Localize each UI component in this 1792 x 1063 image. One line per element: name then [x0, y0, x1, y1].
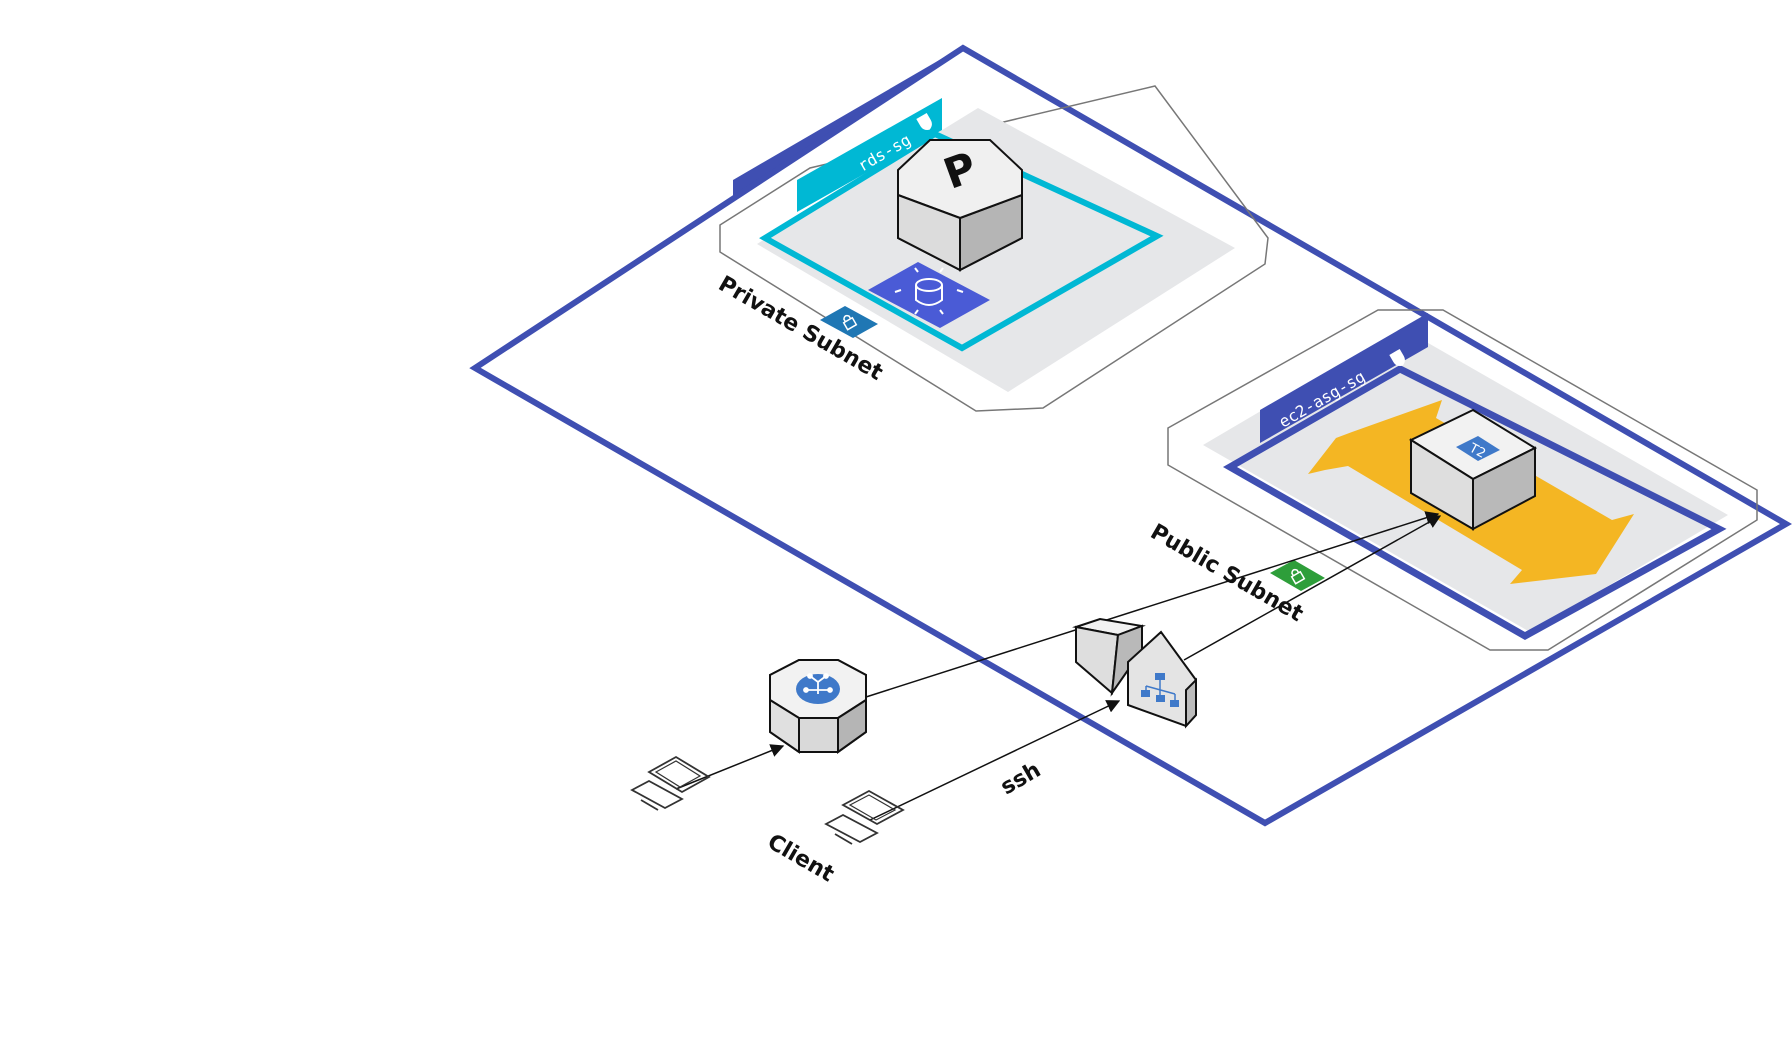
laptop-icon [824, 789, 905, 845]
connection-lb-to-ec2 [1183, 515, 1442, 661]
rds-security-group: rds-sg [759, 98, 1164, 352]
lock-icon [842, 314, 858, 331]
lock-icon [1290, 568, 1306, 585]
rds-instance: P [897, 139, 1023, 272]
network-icon [1141, 673, 1179, 707]
rds-proxy [868, 262, 990, 328]
api-gateway-icon [803, 673, 833, 694]
api-gateway [769, 659, 867, 754]
shield-icon [916, 112, 932, 131]
load-balancer [1127, 630, 1197, 729]
client-label: Client [763, 830, 839, 888]
gateway-block [1072, 617, 1146, 697]
database-icon [894, 267, 964, 315]
private-subnet-badge [820, 306, 878, 338]
instance-type-label: T2 [1466, 440, 1488, 461]
ssh-label: ssh [997, 758, 1046, 801]
connection-api-to-ec2 [865, 511, 1440, 698]
connection-client-to-api [675, 744, 785, 790]
laptop-icon [630, 755, 711, 811]
shield-icon [1389, 348, 1405, 367]
ec2-instance: T2 [1408, 408, 1538, 531]
connection-ssh-to-lb [869, 700, 1121, 821]
public-subnet-badge [1270, 560, 1325, 591]
